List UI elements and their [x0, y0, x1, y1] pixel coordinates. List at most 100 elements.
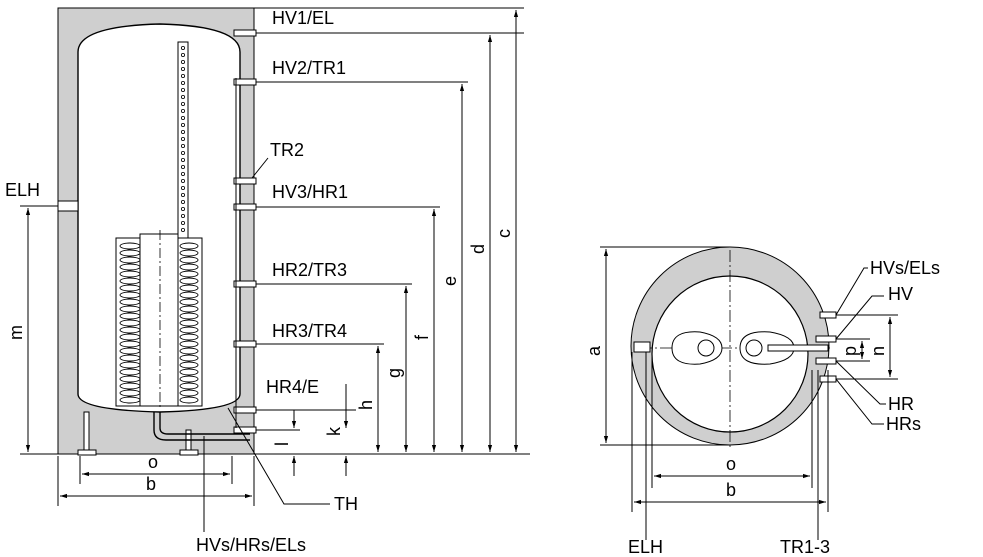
- rod-hole: [180, 227, 185, 232]
- coil-turn: [119, 256, 141, 264]
- label-hr3-tr4: HR3/TR4: [272, 321, 347, 341]
- top-rod: [767, 344, 829, 352]
- coil-turn: [119, 326, 141, 334]
- label-tr2: TR2: [270, 140, 304, 160]
- dim-l: l: [272, 442, 292, 446]
- dim-k: k: [324, 426, 344, 436]
- rod-hole: [180, 88, 185, 93]
- rod-hole: [180, 74, 185, 79]
- right-foot-pad: [179, 449, 199, 456]
- label-hr4-e: HR4/E: [266, 377, 319, 397]
- coil-turn: [179, 382, 199, 390]
- label-hv2-tr1: HV2/TR1: [272, 58, 346, 78]
- rod-hole: [180, 116, 185, 121]
- coil-turn: [179, 319, 199, 327]
- connection-stub: [233, 340, 257, 348]
- left-foot-pad: [77, 449, 97, 456]
- coil-turn: [179, 312, 199, 320]
- coil-turn: [119, 333, 141, 341]
- coil-turn: [179, 256, 199, 264]
- rod-hole: [180, 213, 185, 218]
- dim-a: a: [584, 345, 604, 356]
- side-view: HV1/EL HV2/TR1 TR2 HV3/HR1 HR2/TR3 HR3/T…: [5, 7, 530, 555]
- coil-turn: [179, 361, 199, 369]
- bottom-pipe-2: [153, 412, 250, 441]
- th-leader: [227, 407, 330, 505]
- coil-turn: [119, 263, 141, 271]
- coil-turn: [119, 382, 141, 390]
- leader-hrs: [835, 378, 884, 425]
- dim-b: b: [146, 474, 156, 494]
- coil-turn: [179, 389, 199, 397]
- flange-right-hole: [745, 339, 763, 357]
- bottom-pipe: [159, 412, 250, 435]
- label-hrs: HRs: [886, 414, 921, 434]
- leader-hv: [835, 295, 884, 340]
- rod-hole: [180, 157, 185, 162]
- dim-e: e: [440, 276, 460, 286]
- coil-turn: [119, 361, 141, 369]
- coil-turn: [179, 242, 199, 250]
- coil-loops: [119, 242, 199, 404]
- coil-turn: [119, 291, 141, 299]
- rod-hole: [180, 81, 185, 86]
- anode-rod-perforations: [180, 46, 185, 232]
- coil-turn: [179, 396, 199, 404]
- rod-hole: [180, 95, 185, 100]
- coil-turn: [179, 340, 199, 348]
- label-tr1-3: TR1-3: [780, 537, 830, 557]
- rod-hole: [180, 46, 185, 51]
- rod-hole: [180, 129, 185, 134]
- coil-turn: [179, 277, 199, 285]
- dim-o: o: [148, 452, 158, 472]
- rod-hole: [180, 199, 185, 204]
- rod-hole: [180, 206, 185, 211]
- rod-hole: [180, 220, 185, 225]
- rod-hole: [180, 60, 185, 65]
- rod-hole: [180, 178, 185, 183]
- coil-turn: [119, 298, 141, 306]
- rod-hole: [180, 150, 185, 155]
- dim-h: h: [356, 400, 376, 410]
- connection-stub: [233, 280, 257, 288]
- dim-d: d: [468, 244, 488, 254]
- tr2-leader: [251, 157, 269, 179]
- rod-hole: [180, 102, 185, 107]
- rod-hole: [180, 185, 185, 190]
- coil-turn: [119, 319, 141, 327]
- extension-lines: [20, 7, 524, 431]
- coil-turn: [119, 284, 141, 292]
- coil-turn: [179, 284, 199, 292]
- rod-hole: [180, 109, 185, 114]
- coil-turn: [179, 298, 199, 306]
- coil-turn: [119, 375, 141, 383]
- top-stub-hr: [815, 357, 837, 365]
- coil-turn: [119, 347, 141, 355]
- leader-hvs-els: [835, 267, 868, 316]
- label-hr2-tr3: HR2/TR3: [272, 260, 347, 280]
- rod-hole: [180, 164, 185, 169]
- flange-left-hole: [697, 339, 715, 357]
- dim-m: m: [6, 325, 26, 340]
- connection-stub: [233, 29, 257, 37]
- rod-hole: [180, 143, 185, 148]
- coil-turn: [179, 249, 199, 257]
- coil-turn: [179, 263, 199, 271]
- coil-turn: [119, 305, 141, 313]
- coil-turn: [179, 368, 199, 376]
- top-stub-hv: [815, 335, 837, 343]
- label-th: TH: [334, 494, 358, 514]
- coil-turn: [179, 333, 199, 341]
- connection-stub: [233, 203, 257, 211]
- coil-turn: [119, 270, 141, 278]
- dim-c: c: [494, 229, 514, 238]
- elh-stub: [57, 200, 79, 212]
- connection-stub: [233, 177, 257, 185]
- rod-hole: [180, 53, 185, 58]
- coil-turn: [179, 291, 199, 299]
- coil-turn: [119, 242, 141, 250]
- coil-turn: [179, 270, 199, 278]
- rod-hole: [180, 67, 185, 72]
- connection-stub: [233, 406, 257, 414]
